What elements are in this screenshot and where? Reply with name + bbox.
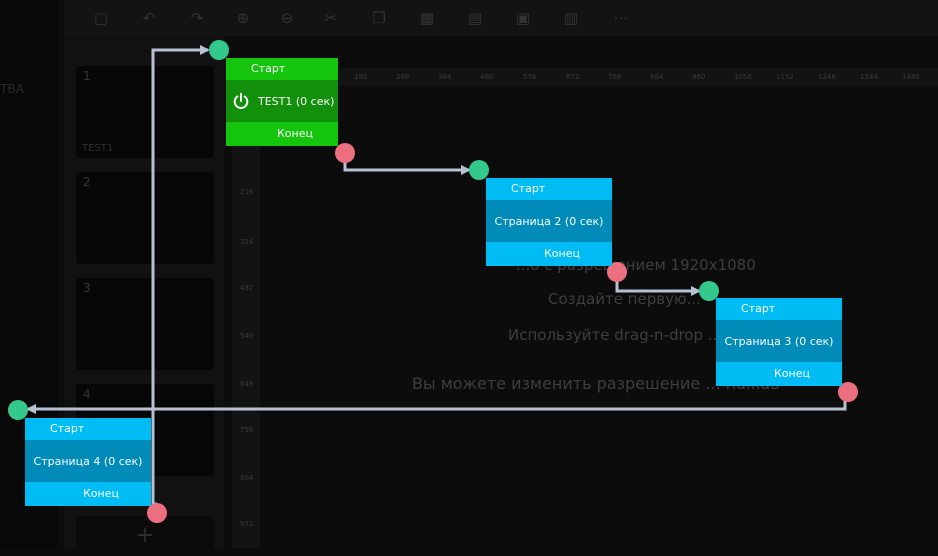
canvas-hint-create: Создайте первую...: [548, 290, 701, 308]
layers-icon[interactable]: ▣: [515, 9, 531, 27]
ruler-tick: 1344: [860, 73, 878, 81]
node-end-label: Конец: [25, 482, 151, 506]
ruler-tick: 432: [240, 284, 254, 292]
flow-node-test1[interactable]: Старт TEST1 (0 сек) Конец: [226, 58, 338, 146]
node-end-label: Конец: [486, 242, 612, 266]
node-end-label: Конец: [716, 362, 842, 386]
ruler-tick: 192: [354, 73, 368, 81]
node-start-label: Старт: [226, 58, 338, 80]
copy-icon[interactable]: ❐: [372, 9, 386, 27]
node-start-label: Старт: [486, 178, 612, 200]
ruler-tick: 648: [240, 380, 254, 388]
node-title: Страница 2 (0 сек): [486, 200, 612, 242]
ruler-tick: 1248: [818, 73, 836, 81]
node-start-label: Старт: [25, 418, 151, 440]
node-start-label: Старт: [716, 298, 842, 320]
slide-caption: TEST1: [82, 143, 114, 154]
sidebar-label: ТВА: [0, 82, 24, 96]
connector-4-to-1[interactable]: [151, 45, 210, 506]
slide-number: 2: [83, 175, 91, 189]
node-title: Страница 3 (0 сек): [716, 320, 842, 362]
cut-icon[interactable]: ✂: [324, 9, 338, 27]
slide-thumb-3[interactable]: 3: [76, 278, 214, 370]
ruler-tick: 216: [240, 188, 254, 196]
slide-thumb-1[interactable]: 1 TEST1: [76, 66, 214, 158]
ruler-tick: 384: [438, 73, 452, 81]
ruler-tick: 864: [240, 474, 254, 482]
node4-output-handle[interactable]: [147, 503, 167, 523]
connector-2-to-3[interactable]: [615, 272, 701, 296]
node1-input-handle[interactable]: [209, 40, 229, 60]
ruler-tick: 576: [523, 73, 537, 81]
slide-number: 4: [83, 387, 91, 401]
flow-node-page4[interactable]: Старт Страница 4 (0 сек) Конец: [25, 418, 151, 506]
horizontal-ruler: 192 288 384 480 576 672 768 864 960 1056…: [260, 68, 938, 86]
ruler-tick: 768: [608, 73, 622, 81]
ruler-tick: 324: [240, 238, 254, 246]
slide-thumb-2[interactable]: 2: [76, 172, 214, 264]
ruler-tick: 972: [240, 520, 254, 528]
ruler-tick: 756: [240, 426, 254, 434]
vertical-ruler: 216 324 432 540 648 756 864 972: [232, 86, 260, 548]
ruler-tick: 288: [396, 73, 410, 81]
canvas-hint-change: Вы можете изменить разрешение ... нажав: [412, 374, 780, 393]
canvas-hint-dragdrop: Используйте drag-n-drop ...сти: [508, 326, 749, 344]
ruler-tick: 1440: [902, 73, 920, 81]
toolbar: ▢ ↶ ↷ ⊕ ⊖ ✂ ❐ ▦ ▤ ▣ ▥ ⋯: [64, 0, 938, 36]
ruler-tick: 480: [480, 73, 494, 81]
node2-output-handle[interactable]: [607, 262, 627, 282]
ruler-tick: 960: [692, 73, 706, 81]
redo-icon[interactable]: ↷: [190, 9, 204, 27]
ruler-tick: 540: [240, 332, 254, 340]
connector-3-to-4[interactable]: [26, 390, 848, 414]
node3-input-handle[interactable]: [699, 281, 719, 301]
node-body: TEST1 (0 сек): [226, 80, 338, 122]
slide-number: 1: [83, 69, 91, 83]
connector-1-to-2[interactable]: [343, 153, 471, 175]
undo-icon[interactable]: ↶: [142, 9, 156, 27]
node-end-label: Конец: [226, 122, 338, 146]
slide-number: 3: [83, 281, 91, 295]
node2-input-handle[interactable]: [469, 160, 489, 180]
paste-icon[interactable]: ▥: [563, 9, 579, 27]
flow-node-page2[interactable]: Старт Страница 2 (0 сек) Конец: [486, 178, 612, 266]
ruler-tick: 672: [566, 73, 580, 81]
node-title: TEST1 (0 сек): [258, 94, 335, 108]
grid-icon[interactable]: ▦: [419, 9, 435, 27]
zoom-out-icon[interactable]: ⊖: [280, 9, 294, 27]
table-icon[interactable]: ▤: [467, 9, 483, 27]
node1-output-handle[interactable]: [335, 143, 355, 163]
node4-input-handle[interactable]: [8, 400, 28, 420]
ruler-tick: 864: [650, 73, 664, 81]
power-icon: [233, 92, 249, 109]
zoom-in-icon[interactable]: ⊕: [236, 9, 250, 27]
more-icon[interactable]: ⋯: [613, 9, 629, 27]
node-title: Страница 4 (0 сек): [25, 440, 151, 482]
ruler-tick: 1152: [776, 73, 794, 81]
node3-output-handle[interactable]: [838, 382, 858, 402]
flow-node-page3[interactable]: Старт Страница 3 (0 сек) Конец: [716, 298, 842, 386]
ruler-tick: 1056: [734, 73, 752, 81]
select-icon[interactable]: ▢: [93, 9, 109, 27]
